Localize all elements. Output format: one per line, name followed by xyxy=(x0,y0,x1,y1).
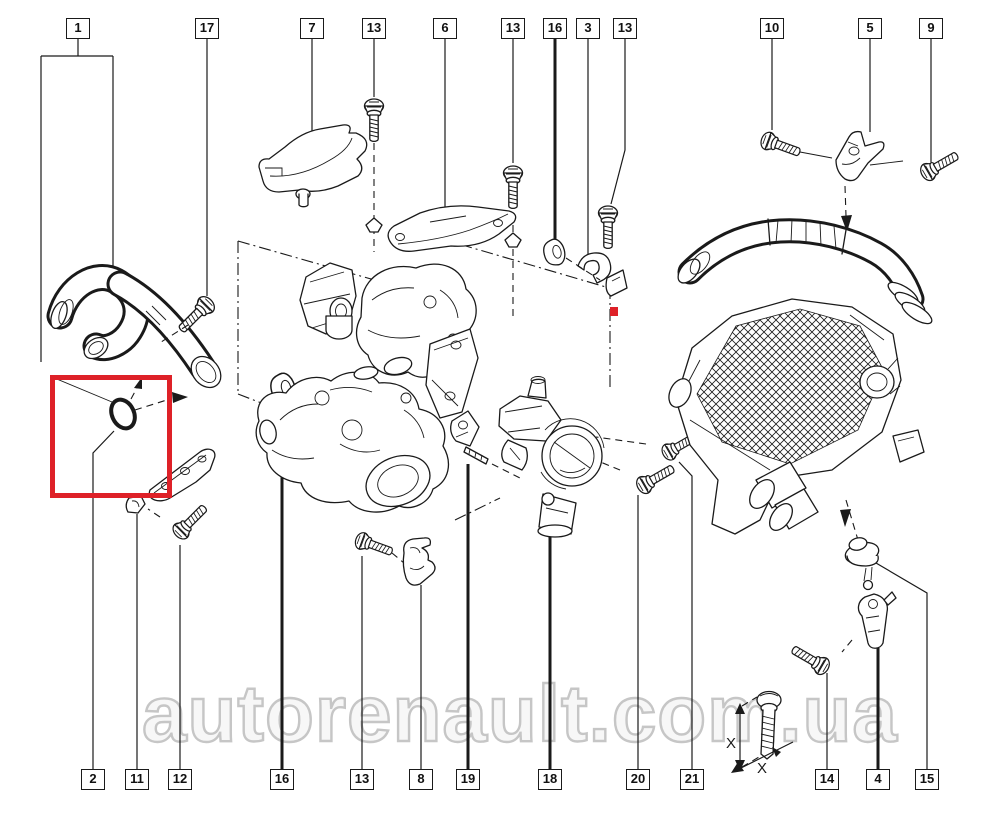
grommet-part-16-top xyxy=(540,236,569,269)
callout-top-9[interactable]: 9 xyxy=(919,18,943,39)
bolt-part-13c xyxy=(597,205,619,250)
bolt-part-13b xyxy=(502,165,524,210)
callout-bottom-19[interactable]: 19 xyxy=(456,769,480,790)
sensor-part-19 xyxy=(450,410,523,480)
support-arm-part-4 xyxy=(841,591,897,653)
callout-top-1[interactable]: 1 xyxy=(66,18,90,39)
bolt-part-10 xyxy=(758,129,804,162)
clip-3-pointer xyxy=(565,257,601,281)
bolt-part-13d xyxy=(352,530,396,561)
clip-part-8 xyxy=(402,537,436,586)
bracket-part-12 xyxy=(148,448,216,502)
callout-top-13c[interactable]: 13 xyxy=(613,18,637,39)
callout-bottom-12[interactable]: 12 xyxy=(168,769,192,790)
bracket-part-6 xyxy=(387,205,517,252)
callout-bottom-20[interactable]: 20 xyxy=(626,769,650,790)
callout-bottom-14[interactable]: 14 xyxy=(815,769,839,790)
highlight-dot xyxy=(610,307,618,316)
egr-assembly-upper xyxy=(299,262,479,419)
oring-part-2 xyxy=(51,376,188,431)
callout-bottom-21[interactable]: 21 xyxy=(680,769,704,790)
callout-bottom-16[interactable]: 16 xyxy=(270,769,294,790)
bolt-13a-nut xyxy=(365,217,383,233)
callout-top-16[interactable]: 16 xyxy=(543,18,567,39)
dim-label-x1: X xyxy=(726,735,736,752)
leader-lines-top xyxy=(40,39,932,362)
bracket-part-5 xyxy=(799,130,904,232)
callout-top-13a[interactable]: 13 xyxy=(362,18,386,39)
callout-top-6[interactable]: 6 xyxy=(433,18,457,39)
callout-top-17[interactable]: 17 xyxy=(195,18,219,39)
leader-lines-bottom xyxy=(92,402,928,769)
bracket-part-7 xyxy=(258,124,368,208)
rubber-mount-part-15 xyxy=(844,537,880,591)
bolt-13d-pointer xyxy=(391,552,405,564)
bolt-12-pointer xyxy=(147,508,161,518)
dim-label-x2: X xyxy=(757,760,767,777)
bolt-13b-nut xyxy=(504,232,522,248)
bolt-part-20 xyxy=(633,459,679,497)
intake-manifold-assembly xyxy=(668,298,925,541)
clip-part-11 xyxy=(125,495,146,514)
bolt-17-pointer xyxy=(157,324,189,345)
pump-assembly-lower xyxy=(255,366,450,513)
bolt-21-pointer xyxy=(595,436,647,445)
hose-part-1 xyxy=(46,264,222,389)
bolt-part-9 xyxy=(917,146,963,184)
callout-top-7[interactable]: 7 xyxy=(300,18,324,39)
highlight-rectangle xyxy=(50,375,172,498)
bolt-part-12 xyxy=(169,500,212,543)
screw-length-inset: X X xyxy=(726,690,794,777)
air-duct-hose xyxy=(677,218,933,325)
callout-bottom-18[interactable]: 18 xyxy=(538,769,562,790)
throttle-body-part-18 xyxy=(498,376,605,538)
bolt-part-17 xyxy=(173,292,219,338)
callout-top-3[interactable]: 3 xyxy=(576,18,600,39)
callout-top-13b[interactable]: 13 xyxy=(501,18,525,39)
callout-bottom-8[interactable]: 8 xyxy=(409,769,433,790)
bolt-part-13a xyxy=(363,98,385,143)
callout-bottom-15[interactable]: 15 xyxy=(915,769,939,790)
callout-bottom-11[interactable]: 11 xyxy=(125,769,149,790)
callout-top-5[interactable]: 5 xyxy=(858,18,882,39)
callout-top-10[interactable]: 10 xyxy=(760,18,784,39)
bolt-part-14 xyxy=(787,640,833,678)
callout-bottom-13[interactable]: 13 xyxy=(350,769,374,790)
callout-bottom-2[interactable]: 2 xyxy=(81,769,105,790)
bolt-20-pointer xyxy=(597,460,621,471)
clip-part-3 xyxy=(577,252,628,297)
callout-bottom-4[interactable]: 4 xyxy=(866,769,890,790)
